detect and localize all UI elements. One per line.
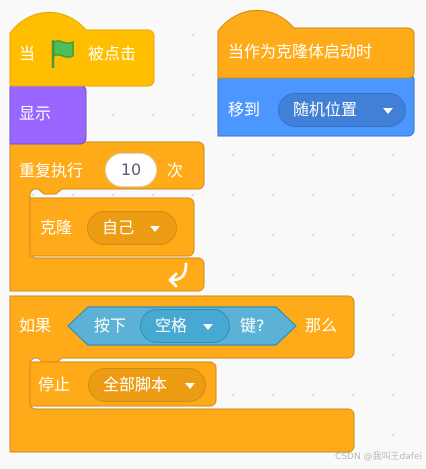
chevron-down-icon: [150, 226, 160, 232]
green-flag-icon: [51, 39, 74, 69]
goto-target-value: 随机位置: [293, 100, 358, 119]
key-select-dropdown[interactable]: 空格: [140, 309, 230, 343]
key-select-value: 空格: [155, 316, 188, 335]
when-start-as-clone-hat[interactable]: [217, 9, 415, 79]
chevron-down-icon: [203, 324, 213, 330]
repeat-count-input[interactable]: 10: [105, 153, 157, 187]
condition-prefix-label: 按下: [94, 316, 127, 335]
show-label: 显示: [19, 104, 52, 123]
if-label: 如果: [19, 316, 52, 335]
repeat-count-value: 10: [120, 160, 142, 179]
chevron-down-icon: [383, 108, 393, 114]
stop-option-dropdown[interactable]: 全部脚本: [88, 368, 206, 402]
when-flag-clicked-hat[interactable]: [9, 11, 155, 87]
clone-target-value: 自己: [102, 218, 135, 237]
then-label: 那么: [305, 316, 338, 335]
loop-arrow-icon: [168, 262, 188, 288]
clone-target-dropdown[interactable]: 自己: [87, 211, 177, 245]
chevron-down-icon: [185, 383, 195, 389]
condition-suffix-label: 键?: [240, 316, 265, 335]
repeat-unit-label: 次: [167, 161, 184, 180]
stop-label: 停止: [38, 375, 71, 394]
hat-suffix-label: 被点击: [88, 44, 137, 63]
goto-label: 移到: [228, 100, 261, 119]
clone-hat-label: 当作为克隆体启动时: [228, 42, 373, 61]
hat-prefix-label: 当: [19, 44, 36, 63]
stop-option-value: 全部脚本: [103, 375, 168, 394]
watermark-text: CSDN @我叫王dafei: [335, 452, 422, 462]
goto-target-dropdown[interactable]: 随机位置: [278, 93, 406, 127]
repeat-block[interactable]: [9, 141, 205, 292]
repeat-label: 重复执行: [19, 161, 84, 180]
clone-label: 克隆: [40, 218, 73, 237]
